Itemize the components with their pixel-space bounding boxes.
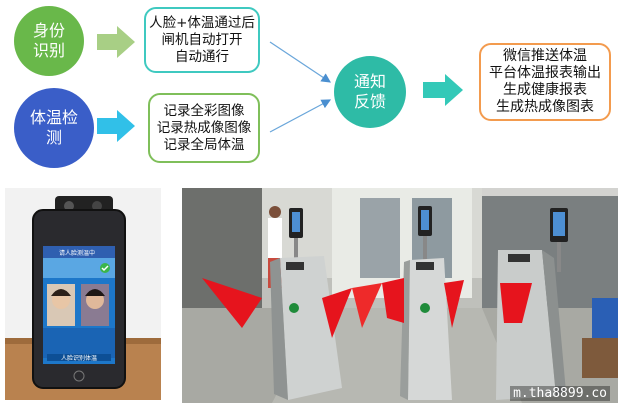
turnstile-illustration — [182, 188, 618, 403]
green-arrow-icon — [97, 26, 135, 58]
output-line-1: 微信推送体温 — [503, 48, 587, 64]
gate-box-line-2: 闸机自动打开 — [161, 31, 243, 48]
output-line-3: 生成健康报表 — [503, 82, 587, 98]
terminal-device-illustration — [5, 188, 161, 400]
record-images-box: 记录全彩图像 记录热成像图像 记录全局体温 — [148, 93, 260, 163]
gate-box-line-3: 自动通行 — [175, 48, 229, 65]
record-box-line-2: 记录热成像图像 — [156, 119, 252, 136]
notification-feedback-label: 通知反馈 — [353, 72, 386, 111]
device-screen-top-text: 请人脸测温中 — [59, 250, 96, 257]
teal-arrow-icon — [423, 74, 463, 106]
notification-feedback-node: 通知反馈 — [334, 56, 406, 128]
identity-recognition-node: 身份识别 — [14, 6, 84, 76]
output-line-4: 生成热成像图表 — [496, 99, 594, 115]
device-screen-bottom-text: 人脸识别体温 — [61, 355, 98, 362]
turnstile-gates-photo: m.tha8899.co — [182, 188, 618, 403]
gate-box-line-1: 人脸+体温通过后 — [149, 14, 255, 31]
connector-lines — [269, 41, 332, 133]
output-line-2: 平台体温报表输出 — [489, 65, 601, 81]
temperature-detection-node: 体温检测 — [14, 88, 94, 168]
record-box-line-3: 记录全局体温 — [163, 136, 245, 153]
watermark-text: m.tha8899.co — [510, 386, 610, 401]
identity-recognition-label: 身份识别 — [32, 21, 65, 60]
output-reports-box: 微信推送体温 平台体温报表输出 生成健康报表 生成热成像图表 — [479, 43, 611, 121]
gate-open-box: 人脸+体温通过后 闸机自动打开 自动通行 — [144, 7, 260, 73]
record-box-line-1: 记录全彩图像 — [163, 102, 245, 119]
temperature-detection-label: 体温检测 — [29, 108, 78, 147]
temperature-terminal-photo: 请人脸测温中 人脸识别体温 — [5, 188, 161, 400]
blue-arrow-icon — [97, 110, 135, 142]
